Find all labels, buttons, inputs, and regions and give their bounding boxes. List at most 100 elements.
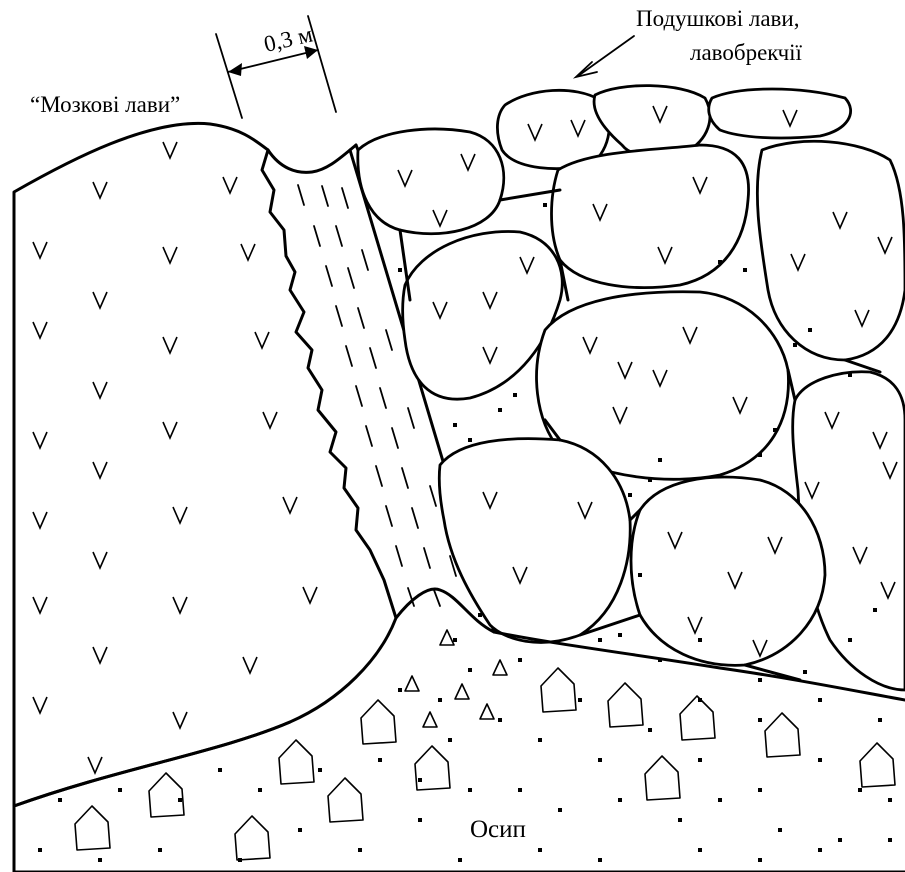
v-mark xyxy=(163,142,177,158)
matrix-dot xyxy=(658,658,662,662)
breccia-triangle xyxy=(440,630,454,645)
matrix-dot xyxy=(758,858,762,862)
matrix-dot xyxy=(743,268,747,272)
matrix-dot xyxy=(398,268,402,272)
matrix-dot xyxy=(848,373,852,377)
matrix-dot xyxy=(648,478,652,482)
matrix-dot xyxy=(538,738,542,742)
matrix-dot xyxy=(778,828,782,832)
matrix-dot xyxy=(438,698,442,702)
matrix-dot xyxy=(468,438,472,442)
v-mark xyxy=(93,462,107,478)
matrix-dot xyxy=(418,818,422,822)
v-mark xyxy=(33,242,47,258)
matrix-dot xyxy=(803,670,807,674)
matrix-dot xyxy=(513,393,517,397)
matrix-dot xyxy=(758,788,762,792)
pillow-lavas xyxy=(358,86,905,690)
scree-label: Осип xyxy=(470,816,526,843)
matrix-dot xyxy=(618,798,622,802)
matrix-dot xyxy=(538,848,542,852)
matrix-dot xyxy=(808,328,812,332)
matrix-dot xyxy=(638,573,642,577)
matrix-dot xyxy=(873,608,877,612)
matrix-dot xyxy=(878,718,882,722)
matrix-dot xyxy=(598,638,602,642)
matrix-dot xyxy=(888,798,892,802)
matrix-dot xyxy=(158,848,162,852)
v-mark xyxy=(163,422,177,438)
scree-fragment xyxy=(279,740,314,784)
v-mark xyxy=(163,247,177,263)
brain-lava-base-line xyxy=(14,722,290,806)
matrix-dot xyxy=(453,423,457,427)
matrix-dot xyxy=(698,638,702,642)
matrix-dot xyxy=(758,718,762,722)
scree-fragment xyxy=(680,696,715,740)
matrix-dot xyxy=(758,453,762,457)
v-mark xyxy=(33,432,47,448)
scree-fragment xyxy=(361,700,396,744)
pillow-lava-arrow xyxy=(576,36,634,77)
matrix-dot xyxy=(598,758,602,762)
matrix-dot xyxy=(478,613,482,617)
breccia-triangle xyxy=(455,684,469,699)
matrix-dot xyxy=(518,788,522,792)
breccia-triangle xyxy=(480,704,494,719)
matrix-dot xyxy=(578,698,582,702)
scree-fragment xyxy=(235,816,270,860)
v-mark xyxy=(93,382,107,398)
matrix-dot xyxy=(178,798,182,802)
v-mark xyxy=(255,332,269,348)
matrix-dot xyxy=(58,798,62,802)
scree-fragment xyxy=(541,668,576,712)
breccia-triangle xyxy=(405,676,419,691)
matrix-dot xyxy=(773,428,777,432)
v-mark xyxy=(223,177,237,193)
matrix-dot xyxy=(118,788,122,792)
scree-fragment xyxy=(415,746,450,790)
matrix-dot xyxy=(458,858,462,862)
v-mark xyxy=(283,497,297,513)
v-mark xyxy=(93,292,107,308)
matrix-dot xyxy=(888,838,892,842)
matrix-dot xyxy=(658,458,662,462)
matrix-dot xyxy=(498,408,502,412)
matrix-dot xyxy=(38,848,42,852)
scree-fragment xyxy=(860,743,895,787)
v-mark xyxy=(241,244,255,260)
v-mark xyxy=(93,647,107,663)
pillow-lava-label-line2: лавобрекчії xyxy=(690,40,803,65)
scree-fragment xyxy=(645,756,680,800)
matrix-dot xyxy=(298,828,302,832)
matrix-dot xyxy=(358,848,362,852)
matrix-dot xyxy=(698,758,702,762)
matrix-dot xyxy=(758,678,762,682)
matrix-dot xyxy=(818,758,822,762)
matrix-dot xyxy=(718,260,722,264)
breccia-triangles xyxy=(405,630,507,727)
scree-fragment xyxy=(149,773,184,817)
matrix-dot xyxy=(818,698,822,702)
matrix-dot xyxy=(448,738,452,742)
v-mark xyxy=(33,697,47,713)
v-mark xyxy=(243,657,257,673)
matrix-dot xyxy=(558,808,562,812)
matrix-dot xyxy=(98,858,102,862)
matrix-dot xyxy=(518,658,522,662)
brain-lava-label: “Мозкові лави” xyxy=(30,92,180,117)
matrix-dot xyxy=(453,638,457,642)
breccia-triangle xyxy=(493,660,507,675)
matrix-dot xyxy=(628,493,632,497)
matrix-dot xyxy=(218,768,222,772)
v-mark xyxy=(173,597,187,613)
v-mark xyxy=(93,552,107,568)
pillow-lava-label-line1: Подушкові лави, xyxy=(636,6,799,31)
matrix-dot xyxy=(698,848,702,852)
v-mark xyxy=(33,597,47,613)
matrix-dot xyxy=(258,788,262,792)
dike-left-contact xyxy=(268,150,350,172)
matrix-dot xyxy=(378,758,382,762)
matrix-dot xyxy=(648,728,652,732)
